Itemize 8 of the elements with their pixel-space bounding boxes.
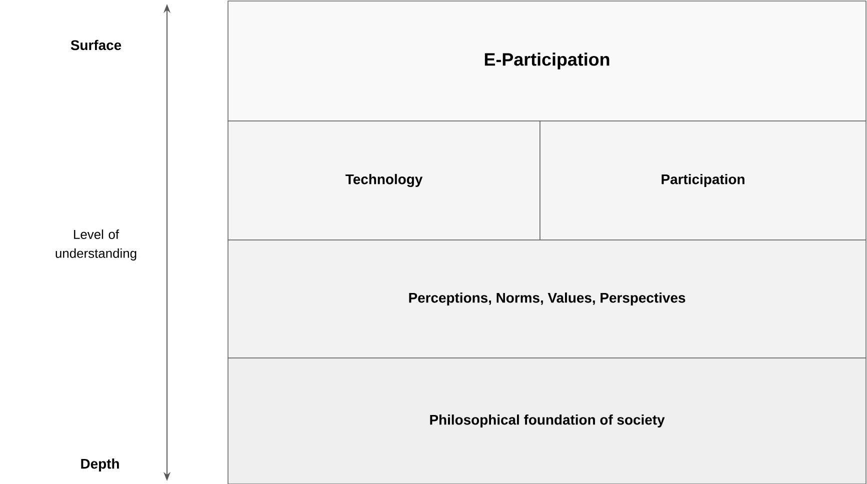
- layer-box: E-Participation: [228, 0, 866, 122]
- layer-box: Perceptions, Norms, Values, Perspectives: [228, 240, 866, 358]
- axis-label: Depth: [81, 458, 119, 472]
- layer-box: Philosophical foundation of society: [228, 358, 866, 484]
- layer-box: Participation: [540, 120, 866, 240]
- layer-box: Technology: [228, 120, 540, 240]
- axis-label: Level of understanding: [56, 229, 136, 260]
- axis-label: Surface: [70, 40, 122, 50]
